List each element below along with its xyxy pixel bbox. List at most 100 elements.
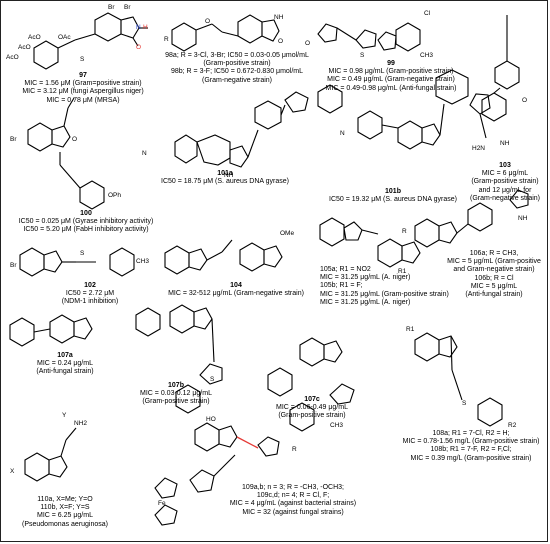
caption-line: IC50 = 0.025 μM (Gyrase inhibitory activ… (18, 218, 154, 226)
caption-line: (NDM-1 inhibition) (61, 298, 119, 306)
caption-line: MIC = 6.25 μg/mL (37, 512, 93, 520)
caption-line: 98b; R = 3-F; IC50 = 0.672-0.830 μmol/mL (170, 68, 304, 76)
atom-s: S (360, 52, 365, 59)
caption-line: MIC = 32 (against fungal strains) (242, 508, 344, 516)
atom-o: O (522, 97, 528, 104)
caption-line: (Anti-fungal strain) (36, 368, 94, 376)
compound-caption-109: 109a,b; n = 3; R = -CH3, -OCH3; 109c,d; … (220, 484, 366, 517)
atom-br: Br (10, 136, 17, 143)
caption-line: MIC = 31.25 μg/mL (A. niger) (320, 298, 411, 306)
compound-id: 101a (217, 170, 233, 177)
structure-99 (317, 22, 421, 52)
compound-id: 99 (387, 60, 395, 67)
structure-102 (19, 247, 135, 277)
atom-n: N (340, 130, 345, 137)
caption-line: MIC = 32-512 μg/mL (Gram-negative strain… (168, 290, 304, 298)
compound-caption-105: 105a; R1 = NO2 MIC = 31.25 μg/mL (A. nig… (320, 266, 449, 307)
structure-101a (174, 84, 343, 168)
atom-r1: R1 (398, 268, 407, 275)
caption-line: MIC = 0.06-0.49 μg/mL (276, 404, 348, 412)
atom-o: O (136, 44, 142, 51)
compound-caption-98: 98a; R = 3-Cl, 3-Br; IC50 = 0.03-0.05 μm… (162, 52, 312, 85)
atom-n: N (142, 150, 147, 157)
atom-s: S (80, 56, 85, 63)
compound-id: 107a (57, 352, 73, 359)
atom-ch3: CH3 (420, 52, 434, 59)
atom-ho: HO (206, 416, 216, 423)
caption-line: 108b; R1 = 7-F, R2 = F,Cl; (430, 446, 512, 454)
caption-line: MIC = 31.25 μg/mL (A. niger) (320, 274, 411, 282)
atom-o: O (278, 38, 284, 45)
caption-line: MIC = 0.78-1.56 mg/L (Gram-positive stra… (402, 438, 540, 446)
caption-line: MIC = 5 μg/mL (Gram-positive (447, 258, 541, 266)
compound-caption-107a: 107a MIC = 0.24 μg/mL (Anti-fungal strai… (20, 352, 110, 377)
atom-r2: R2 (508, 422, 517, 429)
caption-line: 105a; R1 = NO2 (320, 266, 371, 273)
atom-o: O (72, 136, 78, 143)
caption-line: (Gram-positive strain) (278, 412, 346, 420)
caption-line: MIC = 5 μg/mL (470, 282, 518, 290)
atom-oph: OPh (108, 192, 122, 199)
structure-104 (164, 239, 283, 275)
compound-caption-107c: 107c MIC = 0.06-0.49 μg/mL (Gram-positiv… (262, 396, 362, 421)
atom-br: Br (10, 262, 17, 269)
atom-r: R (292, 446, 297, 453)
compound-caption-97: 97 MIC = 1.56 μM (Gram=positive strain) … (10, 72, 156, 105)
structure-108 (414, 332, 503, 427)
compound-caption-101a: 101a IC50 = 18.75 μM (S. aureus DNA gyra… (150, 170, 300, 186)
compound-caption-110: 110a, X=Me; Y=O 110b, X=F; Y=S MIC = 6.2… (10, 496, 120, 529)
caption-line: (Gram-positive strain) (203, 60, 271, 68)
caption-line: IC50 = 2.72 μM (65, 290, 115, 298)
caption-line: MIC = 6 μg/mL (481, 170, 529, 178)
atom-fe: Fe (158, 500, 166, 507)
structure-107b (135, 304, 223, 414)
caption-line: (Gram-positive strain) (142, 398, 210, 406)
caption-line: MIC = 0.39 mg/L (Gram-positive strain) (410, 454, 532, 462)
caption-line: 110a, X=Me; Y=O (37, 496, 93, 503)
compound-caption-107b: 107b MIC = 0.03-0.12 μg/mL (Gram-positiv… (128, 382, 224, 407)
atom-y: Y (62, 412, 67, 419)
compound-id: 100 (80, 210, 92, 217)
structure-110 (24, 427, 77, 482)
atom-br: Br (124, 4, 131, 11)
structure-98 (171, 14, 280, 52)
caption-line: MIC = 1.56 μM (Gram=positive strain) (24, 80, 142, 88)
structure-97 (33, 12, 148, 70)
structure-109 (154, 422, 280, 526)
caption-line: (Pseudomonas aeruginosa) (22, 520, 108, 528)
atom-o: O (205, 18, 211, 25)
atom-ch3: CH3 (136, 258, 150, 265)
atom-s: S (462, 400, 467, 407)
caption-line: (Gram-negative strain) (201, 76, 273, 84)
caption-line: IC50 = 19.32 μM (S. aureus DNA gyrase) (329, 196, 457, 204)
compound-caption-99: 99 MIC = 0.98 μg/mL (Gram-positive strai… (318, 60, 464, 93)
compound-id: 101b (385, 188, 401, 195)
caption-line: and 12 μg/mL for (478, 186, 532, 194)
compound-caption-103: 103 MIC = 6 μg/mL (Gram-positive strain)… (464, 162, 546, 203)
caption-line: MIC = 0.24 μg/mL (37, 360, 93, 368)
atom-nh: NH (274, 14, 284, 21)
atom-aco: AcO (18, 44, 31, 51)
atom-x: X (10, 468, 15, 475)
structure-107a (9, 314, 93, 347)
atom-n: N (136, 24, 141, 31)
caption-line: MIC = 0.49 μg/mL (Gram-negative strain) (327, 76, 455, 84)
atom-r1: R1 (406, 326, 415, 333)
atom-ch3: CH3 (330, 422, 344, 429)
compound-caption-102: 102 IC50 = 2.72 μM (NDM-1 inhibition) (40, 282, 140, 307)
structure-106 (414, 189, 529, 248)
caption-line: and Gram-negative strain) (453, 266, 535, 274)
atom-aco: AcO (28, 34, 41, 41)
atom-ome: OMe (280, 230, 295, 237)
caption-line: 108a; R1 = 7-Cl, R2 = H; (432, 430, 510, 437)
caption-line: MIC = 0.49-0.98 μg/mL (Anti-fungal strai… (325, 84, 457, 92)
compound-id: 107b (168, 382, 184, 389)
compound-caption-100: 100 IC50 = 0.025 μM (Gyrase inhibitory a… (8, 210, 164, 235)
caption-line: 98a; R = 3-Cl, 3-Br; IC50 = 0.03-0.05 μm… (165, 52, 309, 59)
compound-id: 103 (499, 162, 511, 169)
atom-aco: AcO (6, 54, 19, 61)
atom-r: R (402, 228, 407, 235)
caption-line: MIC = 3.12 μM (fungi Aspergillus niger) (22, 88, 144, 96)
caption-line: 109a,b; n = 3; R = -CH3, -OCH3; (242, 484, 344, 491)
